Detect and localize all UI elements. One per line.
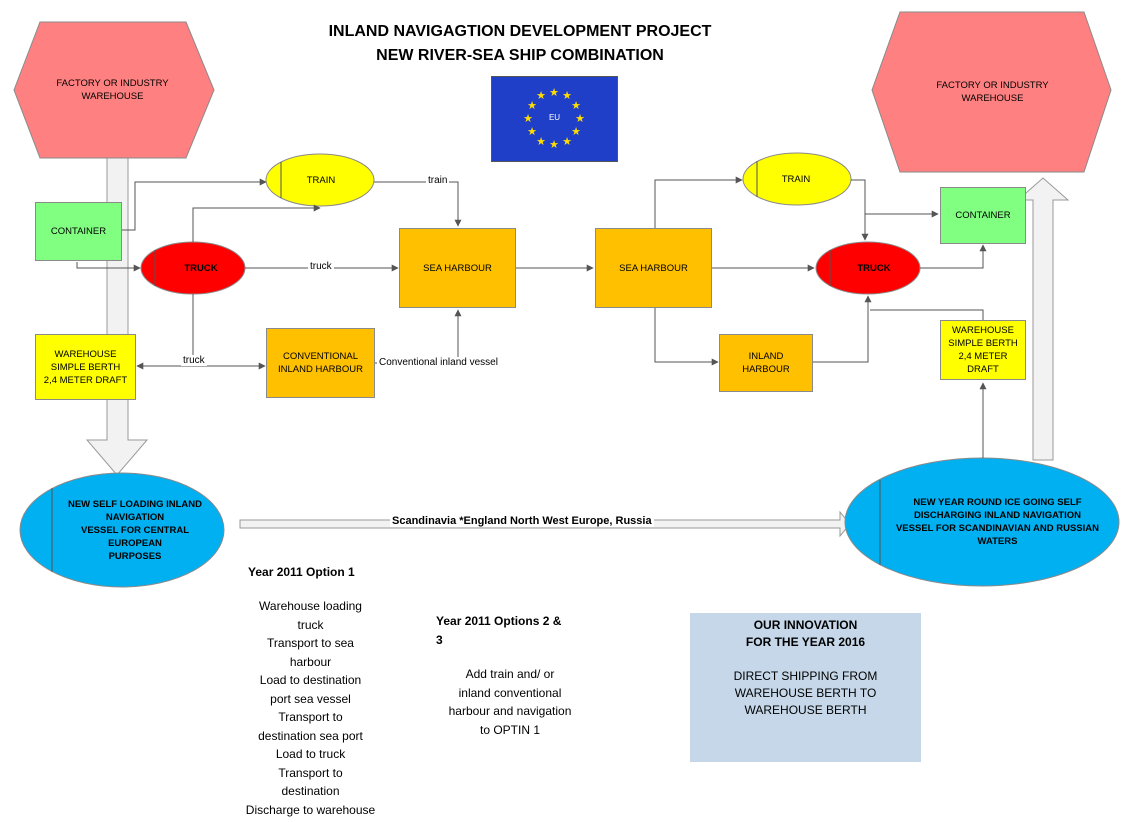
warehouse-left: WAREHOUSE SIMPLE BERTH 2,4 METER DRAFT xyxy=(35,334,136,400)
truck-right-label: TRUCK xyxy=(857,262,891,274)
option1-step: truck xyxy=(297,617,324,632)
inland-harbour: INLAND HARBOUR xyxy=(719,334,813,392)
train-right-ellipse xyxy=(742,152,852,206)
warehouse-right: WAREHOUSE SIMPLE BERTH 2,4 METER DRAFT xyxy=(940,320,1026,380)
svg-text:★: ★ xyxy=(523,112,533,125)
eu-flag-label: EU xyxy=(548,113,561,122)
truck-left-label: TRUCK xyxy=(184,262,218,274)
svg-text:★: ★ xyxy=(562,89,572,102)
svg-text:★: ★ xyxy=(571,99,581,112)
option1-step: Transport to xyxy=(278,765,343,780)
svg-text:★: ★ xyxy=(536,89,546,102)
factory-right-label: FACTORY OR INDUSTRY WAREHOUSE xyxy=(936,80,1049,104)
container-left: CONTAINER xyxy=(35,202,122,261)
eu-flag: ★ ★ ★ ★ ★ ★ ★ ★ ★ ★ ★ ★ EU xyxy=(491,76,618,162)
svg-text:★: ★ xyxy=(527,99,537,112)
right-up-block-arrow xyxy=(1016,177,1070,461)
option23-heading: Year 2011 Options 2 & 3 xyxy=(430,612,596,649)
factory-left-hexagon xyxy=(13,21,215,159)
option1-step: Warehouse loading xyxy=(259,599,362,613)
edge-label-route: Scandinavia *England North West Europe, … xyxy=(390,515,654,527)
option23-line: inland conventional xyxy=(458,685,562,700)
option1-step: destination sea port xyxy=(258,728,363,743)
svg-text:★: ★ xyxy=(549,138,559,151)
option1-step: destination xyxy=(281,784,340,798)
train-right-label: TRAIN xyxy=(781,173,811,185)
vessel-right-label: NEW YEAR ROUND ICE GOING SELF DISCHARGIN… xyxy=(895,497,1100,547)
left-down-block-arrow xyxy=(85,154,149,476)
option1-step: harbour xyxy=(289,654,332,669)
option23-heading-line2: 3 xyxy=(436,632,443,647)
edge-label-truck-to-warehouse: truck xyxy=(181,355,207,366)
page-title-line2: NEW RIVER-SEA SHIP COMBINATION xyxy=(376,47,664,64)
option1-step: port sea vessel xyxy=(270,691,351,706)
option23-lines: Add train and/ or inland conventional ha… xyxy=(425,665,595,739)
factory-left-label: FACTORY OR INDUSTRY WAREHOUSE xyxy=(56,78,169,102)
svg-text:★: ★ xyxy=(571,125,581,138)
option23-line: to OPTIN 1 xyxy=(479,722,541,737)
edge-label-conventional-vessel: Conventional inland vessel xyxy=(377,357,500,368)
svg-text:★: ★ xyxy=(536,135,546,148)
innovation-line: DIRECT SHIPPING FROM xyxy=(733,669,878,683)
innovation-heading-line2: FOR THE YEAR 2016 xyxy=(745,635,866,649)
conventional-inland-harbour: CONVENTIONAL INLAND HARBOUR xyxy=(266,328,375,398)
svg-text:★: ★ xyxy=(562,135,572,148)
vessel-left-label: NEW SELF LOADING INLAND NAVIGATION VESSE… xyxy=(67,498,203,562)
svg-text:★: ★ xyxy=(527,125,537,138)
edge-label-train: train xyxy=(426,175,450,186)
option23-heading-line1: Year 2011 Options 2 & xyxy=(436,614,562,628)
option1-heading: Year 2011 Option 1 xyxy=(248,565,355,579)
svg-text:★: ★ xyxy=(575,112,585,125)
sea-harbour-right: SEA HARBOUR xyxy=(595,228,712,308)
train-left-label: TRAIN xyxy=(306,174,336,186)
edge-label-truck-to-sea: truck xyxy=(308,261,334,272)
vessel-right-ellipse xyxy=(844,457,1120,587)
option23-line: Add train and/ or xyxy=(465,667,555,681)
factory-right-hexagon xyxy=(871,11,1112,173)
option1-step: Transport to sea xyxy=(267,636,354,650)
innovation-line: WAREHOUSE BERTH TO xyxy=(734,686,877,700)
eu-stars-icon: ★ ★ ★ ★ ★ ★ ★ ★ ★ ★ ★ ★ xyxy=(523,86,585,151)
sea-harbour-left: SEA HARBOUR xyxy=(399,228,516,308)
container-right: CONTAINER xyxy=(940,187,1026,244)
page-title-line1: INLAND NAVIGAGTION DEVELOPMENT PROJECT xyxy=(328,23,712,40)
innovation-box: OUR INNOVATION FOR THE YEAR 2016 DIRECT … xyxy=(690,613,921,762)
innovation-heading-line1: OUR INNOVATION xyxy=(753,618,858,632)
option1-step: Load to destination xyxy=(259,673,362,687)
svg-text:★: ★ xyxy=(549,86,559,99)
option23-line: harbour and navigation xyxy=(448,704,572,718)
innovation-line: WAREHOUSE BERTH xyxy=(744,703,867,717)
option1-step: Transport to xyxy=(278,710,343,724)
option1-step: Load to truck xyxy=(275,747,346,761)
vessel-left-ellipse xyxy=(19,472,225,588)
option1-step: Discharge to warehouse xyxy=(245,802,376,817)
option1-steps: Warehouse loading truck Transport to sea… xyxy=(228,597,393,819)
